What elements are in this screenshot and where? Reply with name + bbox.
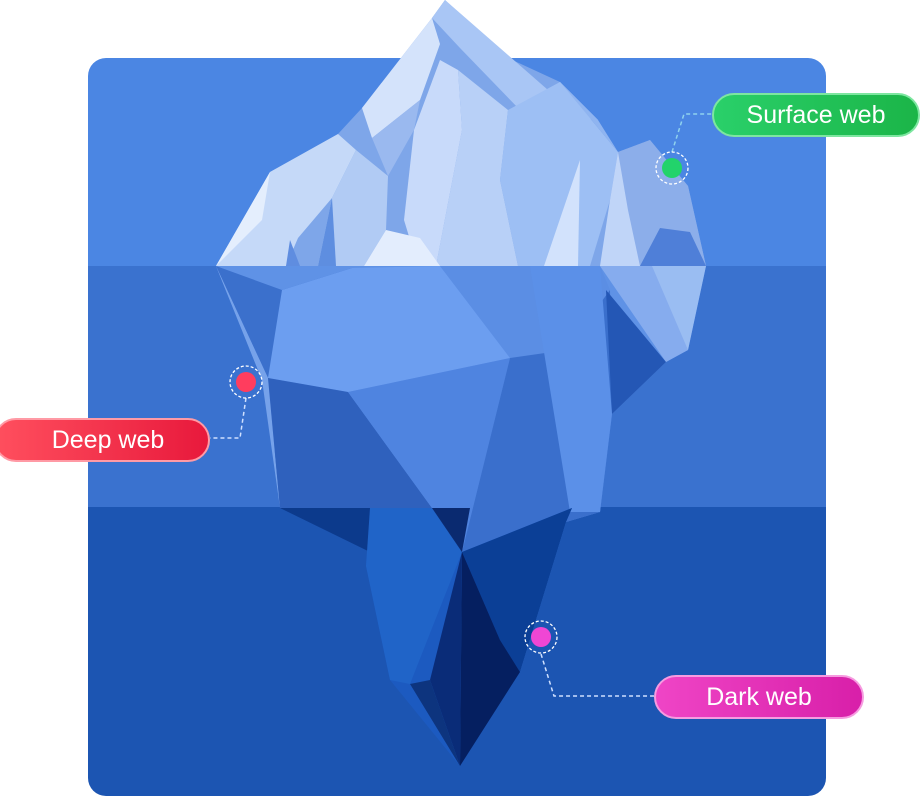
iceberg-tip bbox=[216, 0, 706, 266]
surface-marker-ring bbox=[655, 151, 689, 185]
surface-marker-dot bbox=[662, 158, 682, 178]
deep-web-label: Deep web bbox=[0, 418, 210, 462]
dark-marker-ring bbox=[524, 620, 558, 654]
dark-marker-dot bbox=[531, 627, 551, 647]
deep-marker-dot bbox=[236, 372, 256, 392]
iceberg-bottom bbox=[280, 508, 572, 766]
deep-marker-ring bbox=[229, 365, 263, 399]
iceberg-middle bbox=[216, 266, 706, 672]
dark-connector-line bbox=[540, 653, 654, 697]
surface-web-label: Surface web bbox=[712, 93, 920, 137]
dark-web-label: Dark web bbox=[654, 675, 864, 719]
surface-connector-line bbox=[671, 113, 712, 153]
